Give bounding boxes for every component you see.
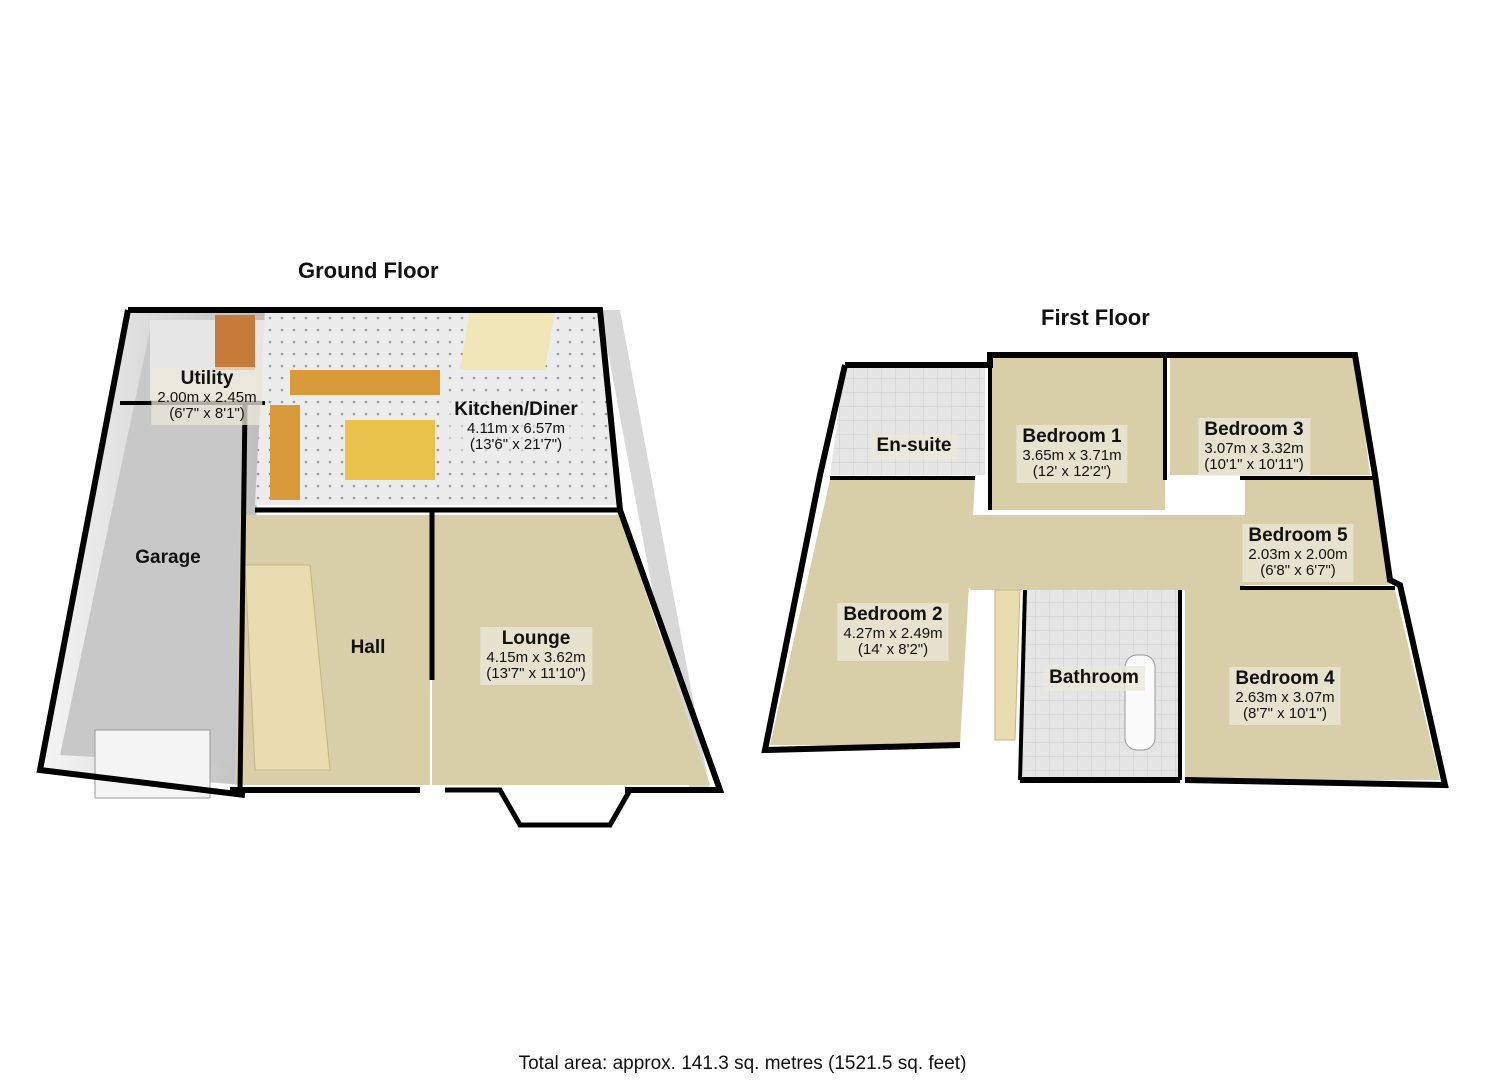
room-label-bathroom: Bathroom bbox=[1043, 666, 1145, 691]
room-label-bedroom-2: Bedroom 2 4.27m x 2.49m (14' x 8'2") bbox=[837, 603, 949, 661]
room-metric: 2.00m x 2.45m bbox=[157, 388, 257, 406]
room-imperial: (6'8" x 6'7") bbox=[1260, 562, 1336, 580]
kitchen-island bbox=[345, 420, 435, 480]
first-floor-title: First Floor bbox=[1041, 305, 1150, 330]
total-area-caption: Total area: approx. 141.3 sq. metres (15… bbox=[518, 1053, 967, 1074]
room-label-utility: Utility 2.00m x 2.45m (6'7" x 8'1") bbox=[151, 367, 263, 425]
room-metric: 4.27m x 2.49m bbox=[843, 624, 943, 642]
ground-floor-title: Ground Floor bbox=[298, 258, 439, 283]
room-metric: 4.11m x 6.57m bbox=[466, 419, 566, 437]
room-label-ensuite: En-suite bbox=[870, 434, 958, 459]
room-label-garage: Garage bbox=[129, 546, 206, 571]
room-name: En-suite bbox=[876, 435, 952, 456]
room-label-bedroom-3: Bedroom 3 3.07m x 3.32m (10'1" x 10'11") bbox=[1198, 418, 1310, 476]
room-name: Bathroom bbox=[1049, 667, 1139, 688]
room-imperial: (8'7" x 10'1") bbox=[1243, 705, 1327, 723]
room-name: Bedroom 5 bbox=[1248, 525, 1348, 546]
room-name: Utility bbox=[180, 368, 234, 389]
room-metric: 2.63m x 3.07m bbox=[1235, 688, 1335, 706]
room-name: Bedroom 4 bbox=[1235, 668, 1335, 689]
room-name: Bedroom 3 bbox=[1204, 419, 1304, 440]
room-imperial: (6'7" x 8'1") bbox=[169, 405, 245, 423]
room-name: Hall bbox=[350, 637, 386, 658]
first-stairs bbox=[994, 589, 1021, 741]
room-name: Bedroom 2 bbox=[843, 604, 943, 625]
room-label-kitchen-diner: Kitchen/Diner 4.11m x 6.57m (13'6" x 21'… bbox=[448, 398, 584, 456]
room-metric: 3.07m x 3.32m bbox=[1204, 439, 1304, 457]
room-imperial: (13'7" x 11'10") bbox=[486, 665, 586, 683]
room-label-lounge: Lounge 4.15m x 3.62m (13'7" x 11'10") bbox=[480, 627, 592, 685]
room-name: Lounge bbox=[501, 628, 571, 649]
room-imperial: (13'6" x 21'7") bbox=[469, 436, 563, 454]
room-metric: 3.65m x 3.71m bbox=[1022, 446, 1122, 464]
room-metric: 4.15m x 3.62m bbox=[486, 648, 586, 666]
room-imperial: (12' x 12'2") bbox=[1032, 463, 1112, 481]
room-name: Kitchen/Diner bbox=[454, 399, 578, 420]
room-name: Garage bbox=[135, 547, 201, 568]
room-metric: 2.03m x 2.00m bbox=[1248, 545, 1348, 563]
room-label-bedroom-4: Bedroom 4 2.63m x 3.07m (8'7" x 10'1") bbox=[1229, 667, 1341, 725]
room-label-bedroom-5: Bedroom 5 2.03m x 2.00m (6'8" x 6'7") bbox=[1242, 524, 1354, 582]
room-imperial: (10'1" x 10'11") bbox=[1204, 456, 1304, 474]
room-label-bedroom-1: Bedroom 1 3.65m x 3.71m (12' x 12'2") bbox=[1016, 425, 1128, 483]
room-label-hall: Hall bbox=[345, 636, 392, 661]
landing-area bbox=[945, 515, 1245, 590]
stairs bbox=[244, 564, 331, 771]
room-imperial: (14' x 8'2") bbox=[857, 641, 929, 659]
room-name: Bedroom 1 bbox=[1022, 426, 1122, 447]
